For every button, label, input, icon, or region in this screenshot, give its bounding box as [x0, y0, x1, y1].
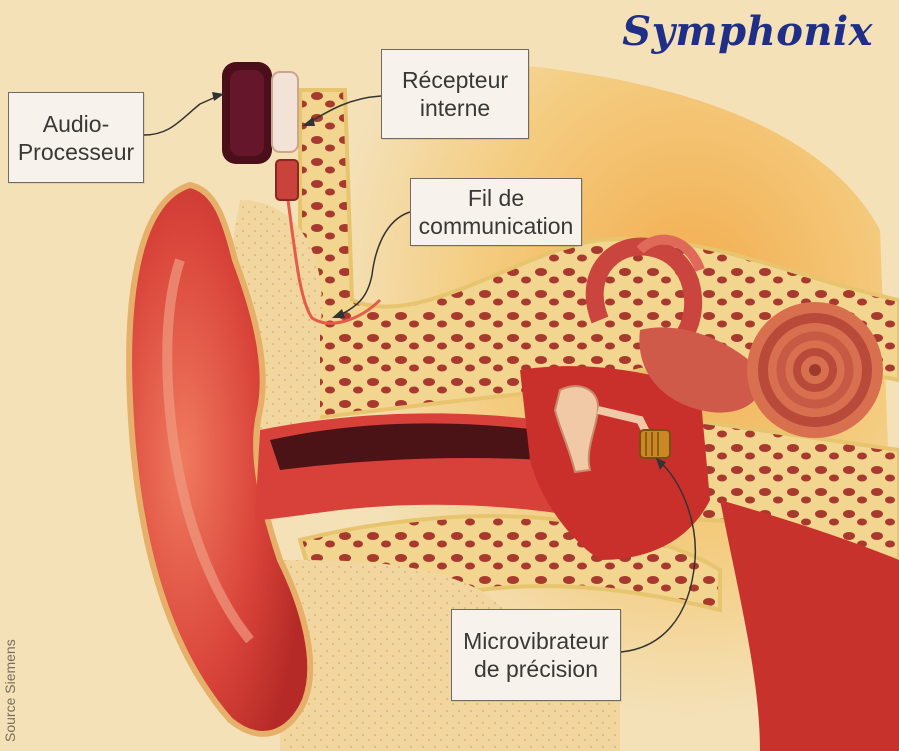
callout-microvibrator: Microvibrateur de précision	[451, 609, 621, 701]
callout-micro-line-2: de précision	[452, 655, 620, 683]
callout-recepteur-line-1: Récepteur	[382, 66, 528, 94]
cochlea	[747, 302, 883, 438]
audio-processor	[222, 62, 272, 164]
source-credit: Source Siemens	[2, 639, 18, 742]
callout-audio-line-1: Audio-	[9, 110, 143, 138]
callout-audio-line-2: Processeur	[9, 138, 143, 166]
callout-recepteur-line-2: interne	[382, 94, 528, 122]
callout-fil-line-2: communication	[411, 212, 581, 240]
callout-micro-line-1: Microvibrateur	[452, 627, 620, 655]
callout-audio-processor: Audio- Processeur	[8, 92, 144, 183]
callout-communication-wire: Fil de communication	[410, 178, 582, 246]
callout-fil-line-1: Fil de	[411, 184, 581, 212]
microvibrator	[640, 430, 670, 458]
internal-receiver	[272, 72, 298, 200]
brand-logo: Symphonix	[622, 8, 873, 55]
callout-internal-receiver: Récepteur interne	[381, 49, 529, 139]
